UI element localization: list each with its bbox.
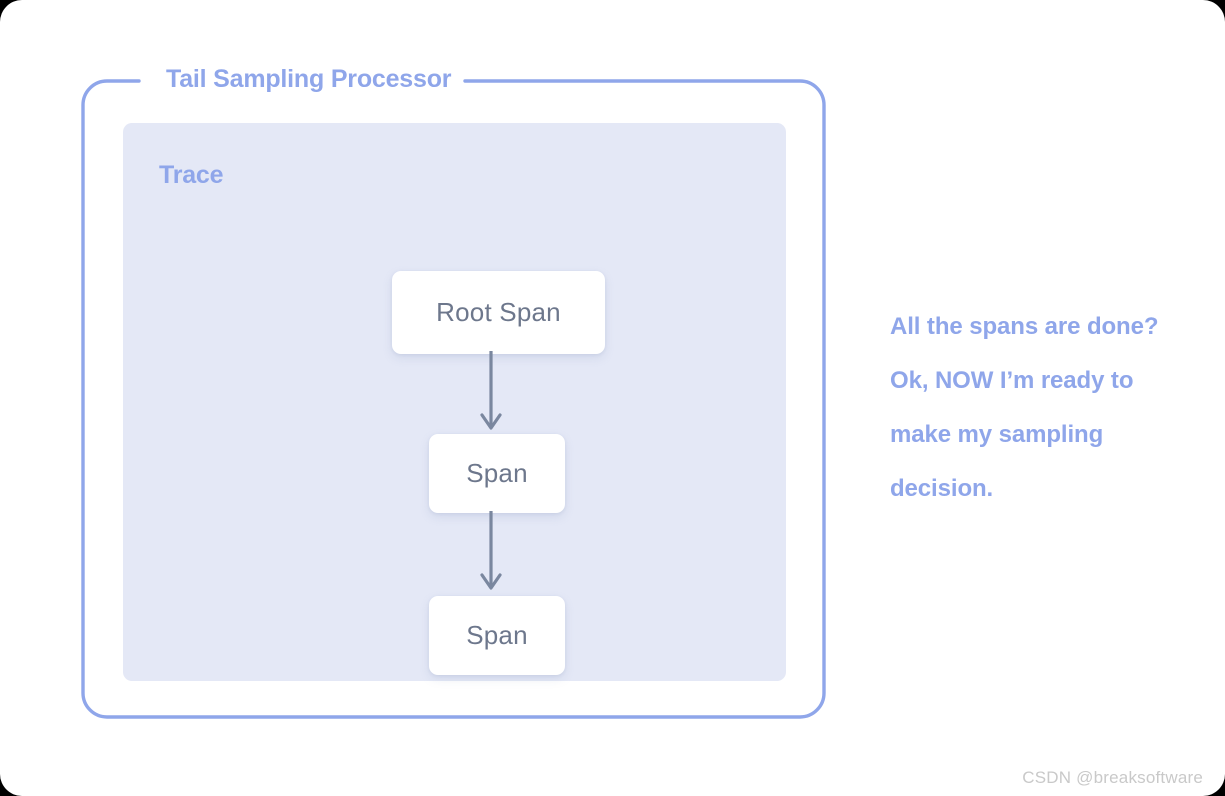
processor-frame-border <box>81 79 826 719</box>
span-box-root-span[interactable]: Root Span <box>392 271 605 354</box>
watermark-label: CSDN @breaksoftware <box>1022 768 1203 787</box>
span-box-child-span-1[interactable]: Span <box>429 434 565 513</box>
sampling-decision-caption: All the spans are done? Ok, NOW I’m read… <box>890 313 1159 502</box>
trace-title: Trace <box>159 161 224 189</box>
span-box-child-span-2[interactable]: Span <box>429 596 565 675</box>
arrow-root-to-span-1 <box>480 351 502 430</box>
tail-sampling-processor-frame: Tail Sampling Processor Trace Root Span … <box>81 63 826 719</box>
trace-panel: Trace Root Span Span Span <box>123 123 786 681</box>
arrow-span-1-to-span-2 <box>480 511 502 590</box>
processor-title: Tail Sampling Processor <box>156 63 462 95</box>
